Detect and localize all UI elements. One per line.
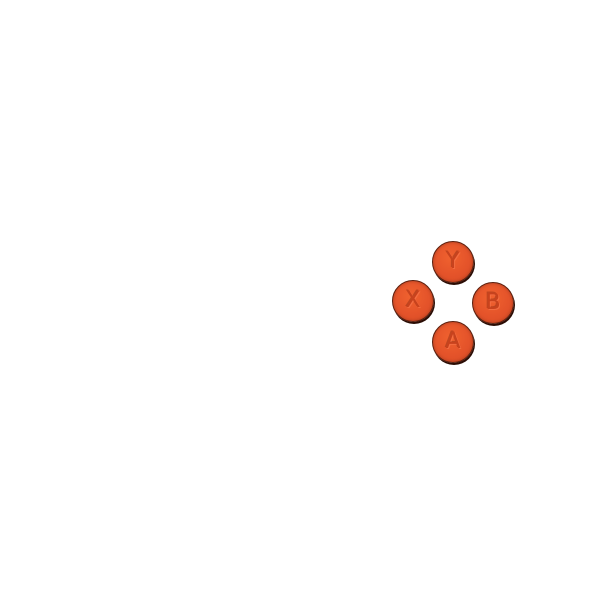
x-button-label: X (405, 288, 421, 313)
b-button-label: B (485, 290, 501, 315)
a-button-label: A (445, 329, 461, 354)
b-button[interactable]: B (472, 282, 514, 324)
y-button[interactable]: Y (432, 241, 474, 283)
a-button[interactable]: A (432, 321, 474, 363)
face-button-cluster: Y X B A (388, 237, 518, 367)
x-button[interactable]: X (392, 280, 434, 322)
y-button-label: Y (446, 249, 460, 274)
